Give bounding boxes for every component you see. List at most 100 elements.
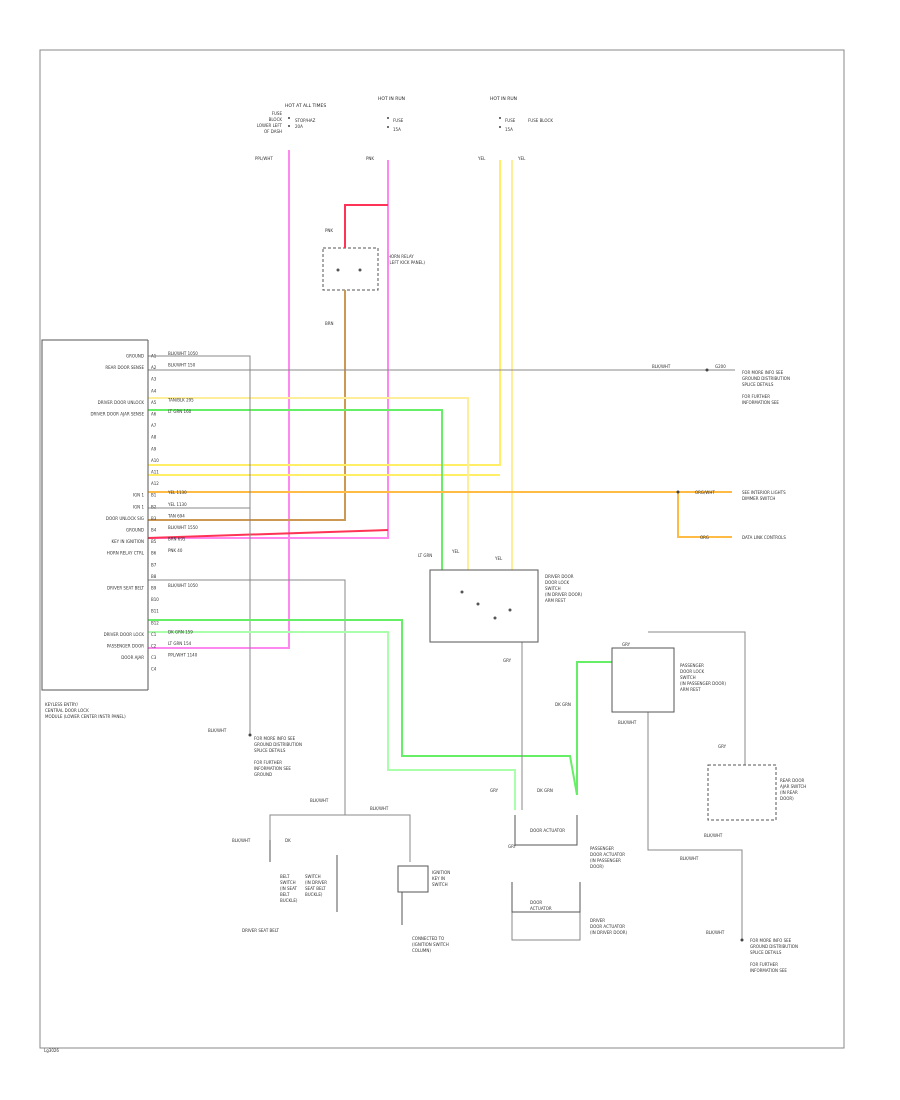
- seatbelt-label: BUCKLE): [305, 892, 323, 897]
- actuator-top-wire: GRY: [490, 788, 499, 793]
- driver-switch-top-wire: YEL: [451, 549, 460, 554]
- module-pin: A7: [151, 423, 157, 428]
- wire-yellow-fuse: [148, 160, 501, 466]
- door-actuator-lower: DOOR ACTUATOR DRIVER DOOR ACTUATOR (IN D…: [511, 882, 628, 935]
- rear-ground-wire-2: BLK/WHT: [680, 856, 699, 861]
- fuse-right-title: HOT IN RUN: [490, 96, 517, 102]
- module-function-label: DRIVER SEAT BELT: [107, 586, 145, 591]
- driver-switch-box: [429, 569, 539, 643]
- module-ground-terminal: [248, 733, 252, 737]
- rear-ground-line: FOR MORE INFO SEE: [750, 938, 792, 943]
- ignition-key-switch: BLK/WHT IGNITION KEY IN SWITCH CONNECTED…: [370, 806, 450, 953]
- module-outline: [41, 339, 148, 691]
- fuse-left-terminal: [288, 125, 290, 127]
- keyless-module: A1A2A3A4A5A6A7A8A9A10A11A12B1B2B3B4B5B6B…: [41, 339, 198, 719]
- wire-gray-rear-top: [648, 631, 746, 765]
- ignition-switch-line: KEY IN: [432, 876, 445, 881]
- ignition-switch-line: IGNITION: [432, 870, 450, 875]
- rear-switch-line: REAR DOOR: [780, 778, 804, 783]
- actuator-lower-label: DOOR: [530, 900, 542, 905]
- module-wire-label: PNK 40: [168, 548, 183, 553]
- dimmer-line: DIMMER SWITCH: [742, 496, 775, 501]
- driver-switch-label: DRIVER DOOR: [545, 574, 574, 579]
- horn-relay-box: [322, 247, 379, 291]
- passenger-actuator-note: PASSENGER DOOR ACTUATOR (IN PASSENGER DO…: [590, 846, 625, 869]
- module-function-label: IGN 1: [133, 504, 145, 509]
- right-ground-ref: G200: [715, 364, 726, 369]
- fuse-left-line: OF DASH: [264, 129, 282, 134]
- rear-ground-wire: BLK/WHT: [704, 833, 723, 838]
- module-function-label: IGN 1: [133, 493, 145, 498]
- module-pin: B8: [151, 574, 157, 579]
- module-function-label: HORN RELAY CTRL: [107, 551, 145, 556]
- wire-tan-relay: [148, 290, 346, 521]
- actuator-top-wire-2: DK GRN: [537, 788, 553, 793]
- driver-switch-line: (IN DRIVER DOOR): [545, 592, 583, 597]
- module-wire-label: TAN/BLK 295: [167, 397, 194, 402]
- rear-switch-wire: GRY: [718, 744, 727, 749]
- wire-pink-stop: [148, 150, 290, 649]
- module-pin: A12: [151, 481, 159, 486]
- seatbelt-side-line: BELT: [280, 874, 290, 879]
- right-ground-line: FOR MORE INFO SEE: [742, 370, 784, 375]
- module-pin: A3: [151, 377, 157, 382]
- fuse-left-line: FUSE: [272, 111, 283, 116]
- rear-switch-box: [707, 764, 777, 821]
- wire-lightgreen-c2: [148, 631, 516, 810]
- fuse-right-fuse-label: FUSE: [505, 118, 516, 123]
- module-pin: A5: [151, 400, 157, 405]
- module-pin: C1: [151, 632, 157, 637]
- rear-switch-line: (IN REAR: [780, 790, 798, 795]
- rear-ground-line: FOR FURTHER: [750, 962, 778, 967]
- fuse-left-title: HOT AT ALL TIMES: [285, 103, 326, 109]
- passenger-actuator-caption: (IN PASSENGER: [590, 858, 621, 863]
- fuse-middle-terminal: [387, 126, 389, 128]
- module-pin: B3: [151, 516, 157, 521]
- actuator-lower-caption: (IN DRIVER DOOR): [590, 930, 628, 935]
- data-link-note: ORG DATA LINK CONTROLS: [700, 535, 786, 540]
- wire-black-a1: [148, 355, 251, 735]
- rear-ground-line: GROUND DISTRIBUTION: [750, 944, 798, 949]
- wire-red-module: [147, 529, 389, 539]
- module-pin: C2: [151, 644, 157, 649]
- seatbelt-side-line: BELT: [280, 892, 290, 897]
- driver-door-lock-switch: DRIVER DOOR DOOR LOCK SWITCH (IN DRIVER …: [418, 549, 583, 663]
- horn-relay-top-wire: PNK: [325, 228, 333, 233]
- passenger-switch-line: DOOR LOCK: [680, 669, 704, 674]
- rear-switch-line: AJAR SWITCH: [780, 784, 806, 789]
- fuse-right-wire-label: YEL: [477, 156, 486, 161]
- module-pin: B5: [151, 539, 157, 544]
- module-pin: A1: [151, 354, 157, 359]
- fuse-right-side-label: FUSE BLOCK: [528, 118, 553, 123]
- module-function-label: DOOR AJAR: [121, 655, 144, 660]
- module-pin: A8: [151, 435, 157, 440]
- right-ground-line: GROUND DISTRIBUTION: [742, 376, 790, 381]
- passenger-switch-line: PASSENGER: [680, 663, 704, 668]
- fuse-left-wire-label: PPL/WHT: [255, 156, 273, 161]
- ignition-switch-box: [397, 865, 429, 893]
- module-function-label: DOOR UNLOCK SIG: [106, 516, 144, 521]
- rear-ground-line: SPLICE DETAILS: [750, 950, 782, 955]
- module-pin: A11: [151, 470, 159, 475]
- wire-green-c1: [148, 619, 578, 796]
- dimmer-terminal: [676, 490, 680, 494]
- fuse-left-fuse-label: STOP/HAZ: [295, 118, 316, 123]
- module-pin: B10: [151, 597, 159, 602]
- right-ground-line: FOR FURTHER: [742, 394, 770, 399]
- fuse-right-wire-label: YEL: [517, 156, 526, 161]
- data-link-wire: ORG: [700, 535, 709, 540]
- module-pin: A9: [151, 446, 157, 451]
- module-pin-list: A1A2A3A4A5A6A7A8A9A10A11A12B1B2B3B4B5B6B…: [151, 354, 159, 672]
- wire-yellow-a5: [148, 397, 469, 570]
- module-caption: CENTRAL DOOR LOCK: [45, 708, 89, 713]
- module-pin: B4: [151, 528, 157, 533]
- passenger-switch-line: SWITCH: [680, 675, 696, 680]
- seatbelt-side-line: (IN SEAT: [280, 886, 297, 891]
- fuse-right-fuse-amp: 15A: [505, 127, 513, 132]
- module-wire-label: YEL 1130: [167, 490, 187, 495]
- right-ground-note: BLK/WHT G200 FOR MORE INFO SEE GROUND DI…: [652, 364, 790, 405]
- module-ground-line: FOR FURTHER: [254, 760, 282, 765]
- passenger-switch-bottom-wire: BLK/WHT: [618, 720, 637, 725]
- module-pin: A2: [151, 365, 157, 370]
